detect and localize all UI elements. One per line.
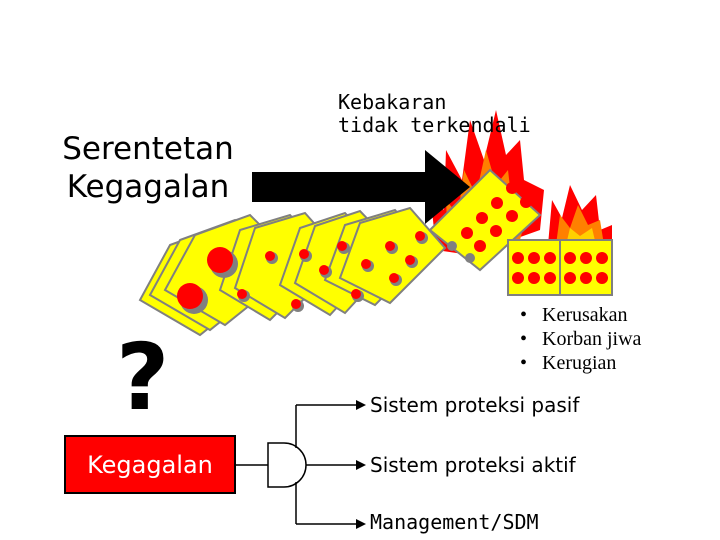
consequence-item: Korban jiwa bbox=[520, 327, 641, 351]
series-heading-line1: Serentetan bbox=[62, 131, 234, 167]
fire-label-line2: tidak terkendali bbox=[338, 113, 531, 137]
passive-protection-label: Sistem proteksi pasif bbox=[370, 393, 580, 417]
branch-arrowheads bbox=[356, 400, 366, 529]
domino-pips bbox=[177, 182, 608, 314]
question-mark: ? bbox=[116, 324, 170, 431]
fire-label: Kebakaran tidak terkendali bbox=[338, 91, 531, 137]
fire-label-line1: Kebakaran bbox=[338, 90, 447, 114]
domino-fallen-1 bbox=[507, 239, 561, 296]
active-protection-label: Sistem proteksi aktif bbox=[370, 453, 576, 477]
series-heading: Serentetan Kegagalan bbox=[28, 130, 268, 206]
series-heading-line2: Kegagalan bbox=[66, 169, 230, 205]
consequence-item: Kerugian bbox=[520, 351, 641, 375]
big-arrow-icon bbox=[252, 150, 470, 224]
failure-box: Kegagalan bbox=[64, 435, 236, 494]
consequence-list: Kerusakan Korban jiwa Kerugian bbox=[520, 303, 641, 375]
branch-connector bbox=[236, 404, 360, 525]
management-label: Management/SDM bbox=[370, 510, 539, 534]
consequence-item: Kerusakan bbox=[520, 303, 641, 327]
domino-fallen-2 bbox=[559, 239, 613, 296]
